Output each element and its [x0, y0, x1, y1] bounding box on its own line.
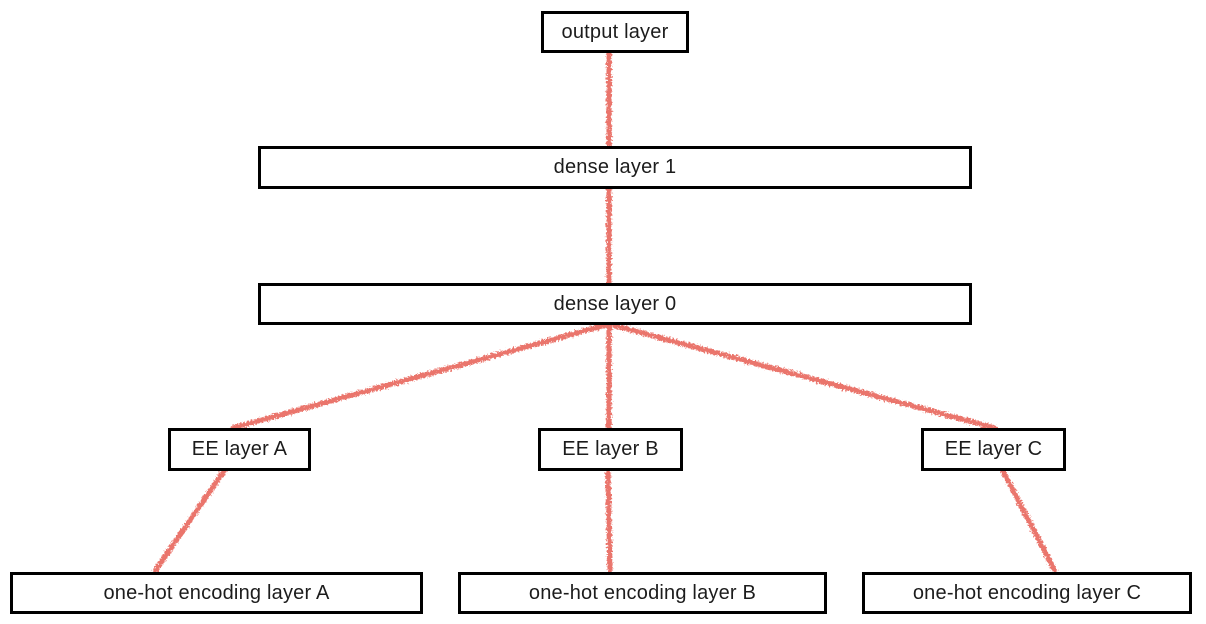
node-output-layer-label: output layer [561, 20, 669, 43]
node-ee-layer-c: EE layer C [921, 428, 1066, 471]
node-one-hot-encoding-layer-b-label: one-hot encoding layer B [528, 581, 757, 604]
edge-dense0-ee-a [230, 321, 612, 431]
node-one-hot-encoding-layer-b: one-hot encoding layer B [458, 572, 827, 614]
edge-ee-b-onehot-b [605, 468, 613, 574]
node-output-layer: output layer [541, 11, 689, 53]
edge-dense0-ee-c [606, 321, 998, 431]
node-ee-layer-b: EE layer B [538, 428, 683, 471]
node-ee-layer-a-label: EE layer A [191, 438, 288, 460]
node-dense-layer-1: dense layer 1 [258, 146, 972, 189]
node-ee-layer-b-label: EE layer B [562, 438, 659, 460]
node-ee-layer-a: EE layer A [168, 428, 311, 471]
edge-ee-a-onehot-a [152, 468, 227, 574]
edge-ee-c-onehot-c [1000, 468, 1058, 574]
node-one-hot-encoding-layer-c-label: one-hot encoding layer C [912, 581, 1142, 604]
node-dense-layer-1-label: dense layer 1 [553, 156, 677, 178]
node-one-hot-encoding-layer-a: one-hot encoding layer A [10, 572, 423, 614]
node-one-hot-encoding-layer-a-label: one-hot encoding layer A [103, 581, 330, 604]
node-one-hot-encoding-layer-c: one-hot encoding layer C [862, 572, 1192, 614]
node-ee-layer-c-label: EE layer C [944, 438, 1043, 460]
node-dense-layer-0: dense layer 0 [258, 283, 972, 325]
node-dense-layer-0-label: dense layer 0 [553, 292, 677, 315]
